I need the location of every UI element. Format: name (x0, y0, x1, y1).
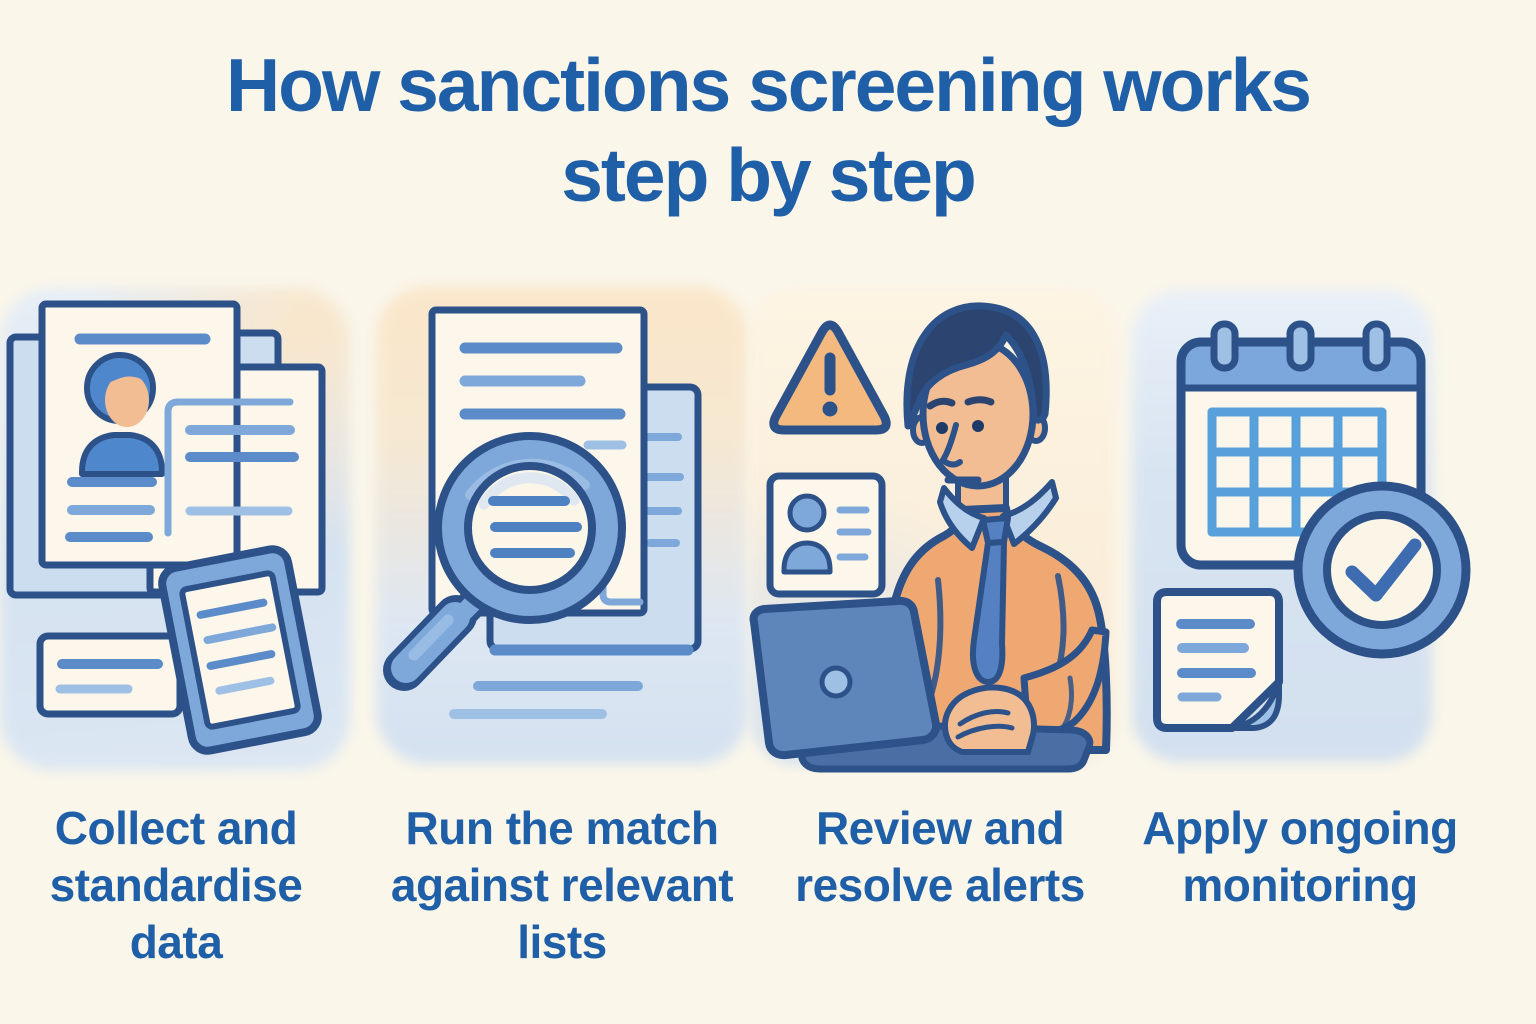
step-4-label: Apply ongoing monitoring (1142, 802, 1458, 912)
magnifier-documents-icon (383, 306, 702, 719)
step-run-match (370, 280, 754, 780)
step-2-label: Run the match against relevant lists (390, 802, 734, 969)
note-card (36, 632, 184, 718)
page-title: How sanctions screening works step by st… (226, 43, 1312, 217)
analyst-person (883, 302, 1111, 754)
document-main (38, 300, 241, 569)
step-review-alerts (740, 280, 1124, 780)
step-ongoing-monitoring (1124, 280, 1476, 780)
tablet (158, 545, 322, 755)
laptop-icon (749, 596, 1094, 773)
magnifier-lens (434, 432, 626, 624)
loose-text-lines (449, 644, 694, 719)
step-collect-data (0, 280, 352, 780)
id-card-icon (766, 472, 886, 598)
typing-hand (942, 684, 1037, 755)
analyst-laptop-icon (749, 302, 1111, 773)
step-1-label: Collect and standardise data (49, 802, 303, 969)
magnifier (383, 432, 626, 691)
avatar (79, 352, 165, 477)
check-badge-icon (1293, 481, 1471, 659)
document-right-content (164, 398, 299, 537)
documents-profile-icon (6, 300, 326, 755)
warning-triangle-icon (769, 320, 891, 435)
note-icon (1153, 588, 1283, 732)
magnifier-handle (383, 587, 489, 691)
step-3-label: Review and resolve alerts (795, 802, 1085, 912)
calendar-check-icon (1153, 320, 1471, 732)
